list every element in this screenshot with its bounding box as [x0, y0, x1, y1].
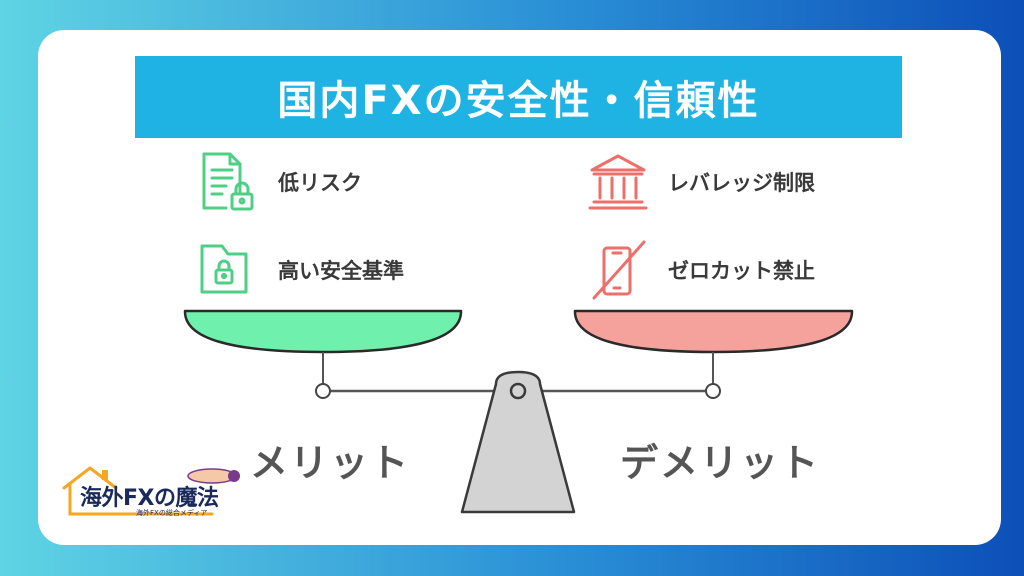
- site-logo: 海外FXの魔法 海外FXの総合メディア: [62, 462, 242, 522]
- demerit-pan: [573, 309, 854, 354]
- merit-item-safety-standard: 高い安全基準: [196, 238, 404, 302]
- house-icon: [62, 466, 240, 516]
- scale-stand: [460, 370, 576, 514]
- left-pivot: [315, 383, 331, 399]
- right-pivot: [705, 383, 721, 399]
- bank-icon: [586, 150, 650, 214]
- center-pivot: [509, 382, 527, 400]
- merit-pan: [183, 309, 463, 354]
- merit-item-low-risk: 低リスク: [196, 150, 362, 214]
- merit-item-label: 高い安全基準: [278, 259, 404, 283]
- folder-lock-icon: [196, 238, 260, 302]
- document-lock-icon: [196, 150, 260, 214]
- demerit-item-zerocut: ゼロカット禁止: [586, 238, 815, 302]
- phone-banned-icon: [586, 238, 650, 302]
- logo-tagline: 海外FXの総合メディア: [136, 509, 208, 517]
- logo-text: 海外FXの魔法: [80, 486, 219, 511]
- merit-item-label: 低リスク: [278, 171, 362, 195]
- demerit-heading: デメリット: [620, 441, 821, 485]
- demerit-item-label: ゼロカット禁止: [668, 259, 815, 283]
- page-title: 国内FXの安全性・信頼性: [135, 56, 902, 138]
- demerit-item-leverage: レバレッジ制限: [586, 150, 815, 214]
- merit-heading: メリット: [250, 441, 411, 485]
- demerit-item-label: レバレッジ制限: [668, 171, 815, 195]
